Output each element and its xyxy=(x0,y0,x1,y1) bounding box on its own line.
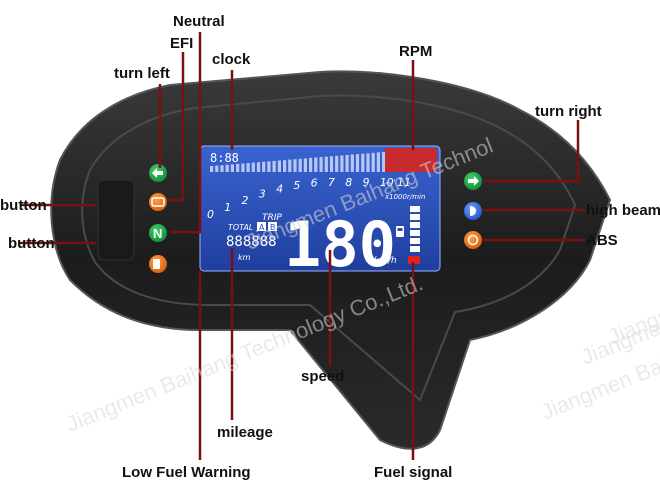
rpm-bar-segment xyxy=(314,157,318,172)
rpm-bar-segment xyxy=(236,163,240,172)
rpm-bar-segment xyxy=(350,154,354,172)
odometer-digits: 888888 xyxy=(226,234,277,250)
rpm-tick-label: 1 xyxy=(224,201,231,214)
dashboard-inner-ring xyxy=(81,94,577,402)
rpm-tick-label: 6 xyxy=(311,177,318,190)
rpm-bar-segment xyxy=(215,165,219,172)
label-low-fuel-warning: Low Fuel Warning xyxy=(122,464,251,481)
trip-b: B xyxy=(270,223,276,232)
clock-digits: 8:88 xyxy=(210,151,239,165)
rpm-bar-segment xyxy=(340,155,344,172)
rpm-tick-label: 11 xyxy=(397,176,411,189)
rpm-tick-label: 9 xyxy=(363,176,370,189)
rpm-tick-label: 0 xyxy=(207,208,214,221)
rpm-tick-label: 8 xyxy=(345,176,352,189)
neutral-symbol: N xyxy=(153,226,162,241)
arrow-left-icon xyxy=(152,168,163,178)
trip-a: A xyxy=(259,223,265,232)
speed-unit: km/h xyxy=(374,256,397,266)
rpm-bar-segment xyxy=(298,158,302,172)
rpm-bar-segment xyxy=(256,162,261,172)
label-button-upper: button xyxy=(0,197,47,214)
label-high-beam: high beam xyxy=(586,202,660,219)
rpm-bar-segment xyxy=(283,160,287,172)
rpm-bar-segment xyxy=(230,164,234,172)
rpm-tick-label: 10 xyxy=(380,176,394,189)
label-abs: ABS xyxy=(586,232,618,249)
rpm-bar-segment xyxy=(345,155,349,172)
rpm-bar-segment xyxy=(293,159,297,172)
rpm-tick-label: 2 xyxy=(242,194,249,207)
rpm-unit: x1000r/min xyxy=(384,193,425,201)
rpm-bar-segment xyxy=(376,152,380,172)
speed-digits: 180 xyxy=(284,208,396,281)
leader-efi xyxy=(168,52,185,202)
rpm-bar-segment xyxy=(361,153,365,172)
rpm-bar-segment xyxy=(272,160,276,172)
label-fuel-signal: Fuel signal xyxy=(374,464,452,481)
rpm-bar-segment xyxy=(329,156,334,172)
rpm-bar-segment xyxy=(225,164,229,172)
rpm-bar-segment xyxy=(335,155,339,172)
rpm-bar-segment xyxy=(371,152,375,172)
turn-right-indicator xyxy=(464,172,482,190)
trip-label: TRIP xyxy=(262,213,282,223)
rpm-bar-segment xyxy=(309,157,313,172)
label-rpm: RPM xyxy=(399,43,432,60)
neutral-indicator: N xyxy=(149,224,167,242)
fuel-gauge xyxy=(408,206,420,264)
rpm-bar-segment xyxy=(246,163,250,172)
trip-b-box xyxy=(268,222,277,231)
fuel-pump-warning-icon xyxy=(153,259,160,269)
low-fuel-indicator xyxy=(149,255,167,273)
fuel-pump-icon xyxy=(396,226,404,237)
label-clock: clock xyxy=(212,51,251,68)
arrow-right-icon xyxy=(468,176,479,186)
rpm-bar-segment xyxy=(210,166,214,172)
rpm-bar-segment xyxy=(277,160,281,172)
leader-lines xyxy=(20,32,585,460)
turn-left-indicator xyxy=(149,164,167,182)
rpm-bar-segment xyxy=(382,152,386,172)
rpm-tick-label: 3 xyxy=(259,188,266,201)
rpm-tick-label: 5 xyxy=(293,179,300,192)
rpm-bar-segment xyxy=(319,157,323,172)
label-neutral: Neutral xyxy=(173,13,225,30)
rpm-bar-segment xyxy=(355,154,360,172)
abs-icon xyxy=(467,234,479,246)
rpm-tick-label: 7 xyxy=(328,176,335,189)
label-turn-left: turn left xyxy=(114,65,170,82)
leader-turn-right xyxy=(483,120,580,183)
rpm-bar-segment xyxy=(324,156,328,172)
rpm-bar-segment xyxy=(288,159,292,172)
abs-indicator xyxy=(464,231,482,249)
label-turn-right: turn right xyxy=(535,103,602,120)
rpm-bar-segment xyxy=(262,161,266,172)
rpm-bar-segment xyxy=(267,161,271,172)
rpm-bar-segment xyxy=(241,163,245,172)
efi-indicator xyxy=(149,193,167,211)
label-button-lower: button xyxy=(8,235,55,252)
high-beam-indicator xyxy=(464,202,482,220)
left-button-panel xyxy=(97,179,135,261)
leader-neutral xyxy=(170,32,202,234)
rpm-bar-segment xyxy=(303,158,307,172)
rpm-tick-label: 4 xyxy=(276,183,283,196)
label-efi: EFI xyxy=(170,35,193,52)
label-speed: speed xyxy=(301,368,344,385)
engine-icon xyxy=(151,197,165,207)
rpm-redzone xyxy=(385,148,437,172)
total-label: TOTAL xyxy=(228,223,253,232)
trip-a-box xyxy=(257,222,266,231)
label-mileage: mileage xyxy=(217,424,273,441)
rpm-bargraph xyxy=(210,152,386,172)
odometer-unit: km xyxy=(238,253,251,262)
rpm-bar-segment xyxy=(366,153,370,172)
rpm-bar-segment xyxy=(251,162,255,172)
rpm-bar-segment xyxy=(220,165,224,172)
high-beam-icon xyxy=(470,206,476,216)
